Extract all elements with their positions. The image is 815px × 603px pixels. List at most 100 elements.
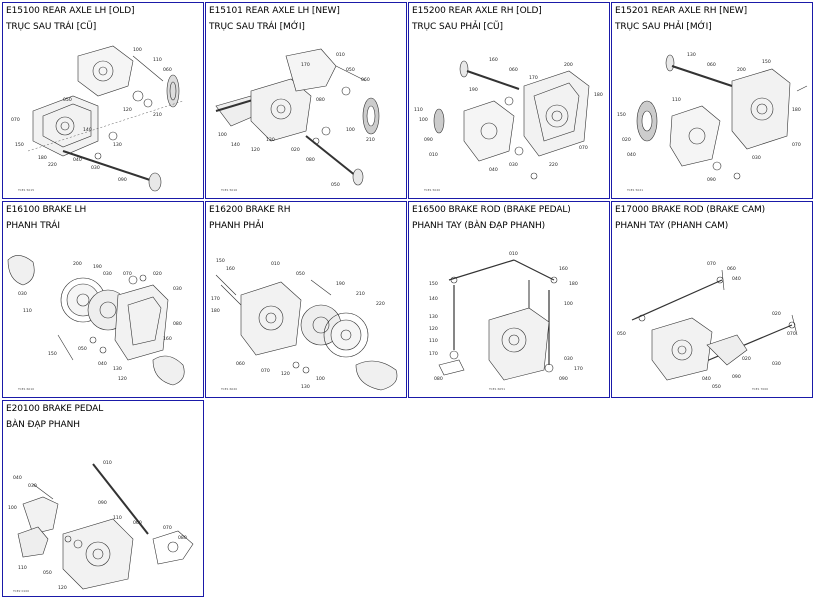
- svg-text:140: 140: [429, 296, 438, 302]
- svg-text:030: 030: [564, 356, 573, 362]
- svg-text:130: 130: [266, 137, 275, 143]
- svg-text:070: 070: [123, 271, 132, 277]
- diagram-code: E16200 BRAKE RH: [209, 205, 291, 215]
- svg-text:130: 130: [687, 52, 696, 58]
- svg-text:120: 120: [58, 585, 67, 591]
- svg-text:150: 150: [429, 281, 438, 287]
- svg-text:080: 080: [178, 535, 187, 541]
- svg-text:TCE1 7000: TCE1 7000: [751, 387, 768, 391]
- svg-text:TCE1 5020: TCE1 5020: [423, 188, 440, 192]
- svg-text:160: 160: [489, 57, 498, 63]
- svg-text:070: 070: [163, 525, 172, 531]
- svg-text:030: 030: [103, 271, 112, 277]
- diagram-cell-e17000[interactable]: E17000 BRAKE ROD (BRAKE CAM) PHANH TAY (…: [611, 201, 813, 398]
- svg-text:030: 030: [91, 165, 100, 171]
- svg-text:140: 140: [83, 127, 92, 133]
- svg-text:150: 150: [617, 112, 626, 118]
- svg-text:130: 130: [301, 384, 310, 390]
- svg-text:060: 060: [236, 361, 245, 367]
- diagram-code: E15200 REAR AXLE RH [OLD]: [412, 6, 542, 16]
- svg-text:160: 160: [559, 266, 568, 272]
- svg-text:050: 050: [78, 346, 87, 352]
- svg-text:100: 100: [218, 132, 227, 138]
- diagram-cell-e15201[interactable]: E15201 REAR AXLE RH [NEW] TRỤC SAU PHẢI …: [611, 2, 813, 199]
- svg-text:180: 180: [38, 155, 47, 161]
- diagram-cell-e16500[interactable]: E16500 BRAKE ROD (BRAKE PEDAL) PHANH TAY…: [408, 201, 610, 398]
- svg-text:TCE1 5021: TCE1 5021: [626, 188, 643, 192]
- svg-text:130: 130: [113, 366, 122, 372]
- svg-text:180: 180: [569, 281, 578, 287]
- svg-text:050: 050: [617, 331, 626, 337]
- svg-text:130: 130: [113, 142, 122, 148]
- svg-text:190: 190: [336, 281, 345, 287]
- svg-text:190: 190: [469, 87, 478, 93]
- svg-text:220: 220: [549, 162, 558, 168]
- svg-text:080: 080: [316, 97, 325, 103]
- diagram-code: E17000 BRAKE ROD (BRAKE CAM): [615, 205, 766, 215]
- svg-text:100: 100: [133, 47, 142, 53]
- diagram-title-vn: TRỤC SAU TRÁI [CŨ]: [6, 22, 97, 32]
- svg-text:140: 140: [231, 142, 240, 148]
- svg-text:110: 110: [414, 107, 423, 113]
- svg-text:090: 090: [707, 177, 716, 183]
- svg-text:020: 020: [772, 311, 781, 317]
- svg-text:100: 100: [564, 301, 573, 307]
- svg-text:TCE2 0100: TCE2 0100: [12, 589, 29, 593]
- svg-text:110: 110: [113, 515, 122, 521]
- diagram-title-vn: PHANH TRÁI: [6, 221, 60, 231]
- svg-text:050: 050: [63, 97, 72, 103]
- svg-text:050: 050: [346, 67, 355, 73]
- svg-text:150: 150: [762, 59, 771, 65]
- diagram-code: E16100 BRAKE LH: [6, 205, 87, 215]
- diagram-cell-e15200[interactable]: E15200 REAR AXLE RH [OLD] TRỤC SAU PHẢI …: [408, 2, 610, 199]
- svg-text:090: 090: [118, 177, 127, 183]
- diagram-code: E16500 BRAKE ROD (BRAKE PEDAL): [412, 205, 571, 215]
- svg-text:210: 210: [366, 137, 375, 143]
- svg-text:060: 060: [133, 520, 142, 526]
- svg-text:070: 070: [261, 368, 270, 374]
- svg-text:110: 110: [23, 308, 32, 314]
- svg-text:050: 050: [712, 384, 721, 390]
- svg-text:120: 120: [281, 371, 290, 377]
- svg-text:020: 020: [742, 356, 751, 362]
- svg-text:050: 050: [43, 570, 52, 576]
- svg-text:040: 040: [73, 157, 82, 163]
- svg-text:180: 180: [211, 308, 220, 314]
- svg-text:010: 010: [336, 52, 345, 58]
- svg-text:200: 200: [564, 62, 573, 68]
- svg-text:220: 220: [376, 301, 385, 307]
- svg-text:100: 100: [419, 117, 428, 123]
- svg-text:120: 120: [251, 147, 260, 153]
- diagram-title-vn: PHANH PHẢI: [209, 221, 264, 231]
- svg-text:120: 120: [123, 107, 132, 113]
- svg-text:100: 100: [316, 376, 325, 382]
- svg-text:TCE1 5016: TCE1 5016: [220, 188, 237, 192]
- svg-text:070: 070: [787, 331, 796, 337]
- svg-text:010: 010: [103, 460, 112, 466]
- svg-text:090: 090: [732, 374, 741, 380]
- svg-text:030: 030: [28, 483, 37, 489]
- diagram-title-vn: TRỤC SAU PHẢI [MỚI]: [615, 22, 712, 32]
- svg-text:010: 010: [271, 261, 280, 267]
- svg-text:TCE1 5015: TCE1 5015: [17, 188, 34, 192]
- svg-text:160: 160: [226, 266, 235, 272]
- svg-text:160: 160: [163, 336, 172, 342]
- svg-text:210: 210: [356, 291, 365, 297]
- diagram-cell-e15101[interactable]: E15101 REAR AXLE LH [NEW] TRỤC SAU TRÁI …: [205, 2, 407, 199]
- svg-text:040: 040: [98, 361, 107, 367]
- svg-text:090: 090: [98, 500, 107, 506]
- svg-text:070: 070: [792, 142, 801, 148]
- svg-text:200: 200: [73, 261, 82, 267]
- svg-text:040: 040: [732, 276, 741, 282]
- diagram-cell-e15100[interactable]: E15100 REAR AXLE LH [OLD] TRỤC SAU TRÁI …: [2, 2, 204, 199]
